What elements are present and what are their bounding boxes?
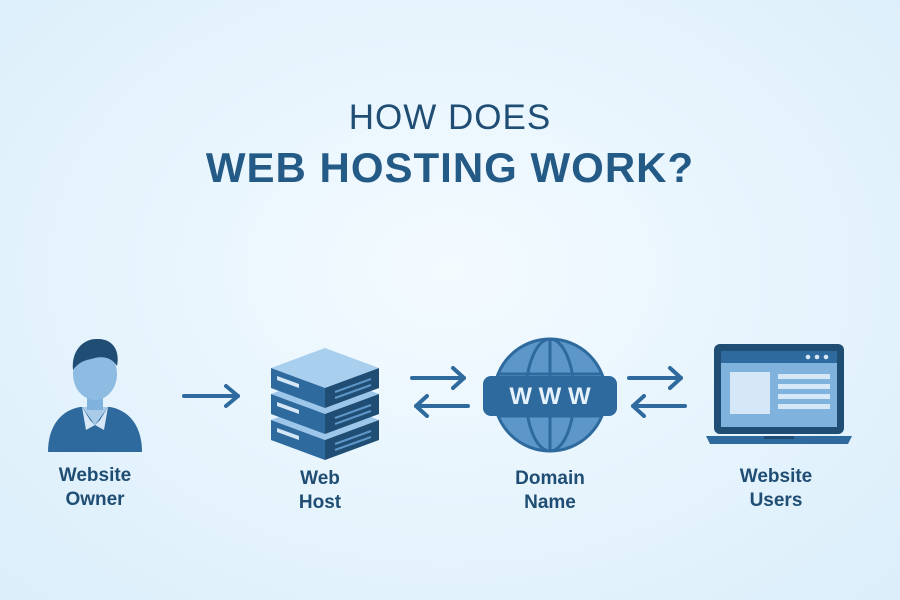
node-website-users xyxy=(704,340,854,450)
label-web-host: Web Host xyxy=(245,467,395,515)
label-line: Web xyxy=(300,468,340,489)
node-domain-name: W W W xyxy=(475,332,625,457)
title-line-1: HOW DOES xyxy=(348,98,552,137)
arrows-bidirectional-icon xyxy=(410,366,470,418)
label-website-users: Website Users xyxy=(701,465,851,513)
title-line-2: WEB HOSTING WORK? xyxy=(205,144,695,191)
node-website-owner xyxy=(20,330,170,455)
label-line: Host xyxy=(298,492,342,513)
label-domain-name: Domain Name xyxy=(475,467,625,515)
label-line: Website xyxy=(58,465,132,486)
label-line: Website xyxy=(739,466,813,487)
laptop-icon xyxy=(706,344,852,444)
label-line: Users xyxy=(749,490,803,511)
globe-icon: W W W xyxy=(483,337,617,453)
label-line: Owner xyxy=(65,489,125,510)
www-badge-text: W W W xyxy=(509,383,591,410)
label-line: Domain xyxy=(515,468,585,489)
server-icon xyxy=(271,348,379,460)
user-icon xyxy=(48,338,142,452)
node-web-host xyxy=(250,322,400,462)
arrow-right-icon xyxy=(182,384,240,408)
label-website-owner: Website Owner xyxy=(20,464,170,512)
arrows-bidirectional-icon xyxy=(627,366,687,418)
label-line: Name xyxy=(524,492,576,513)
